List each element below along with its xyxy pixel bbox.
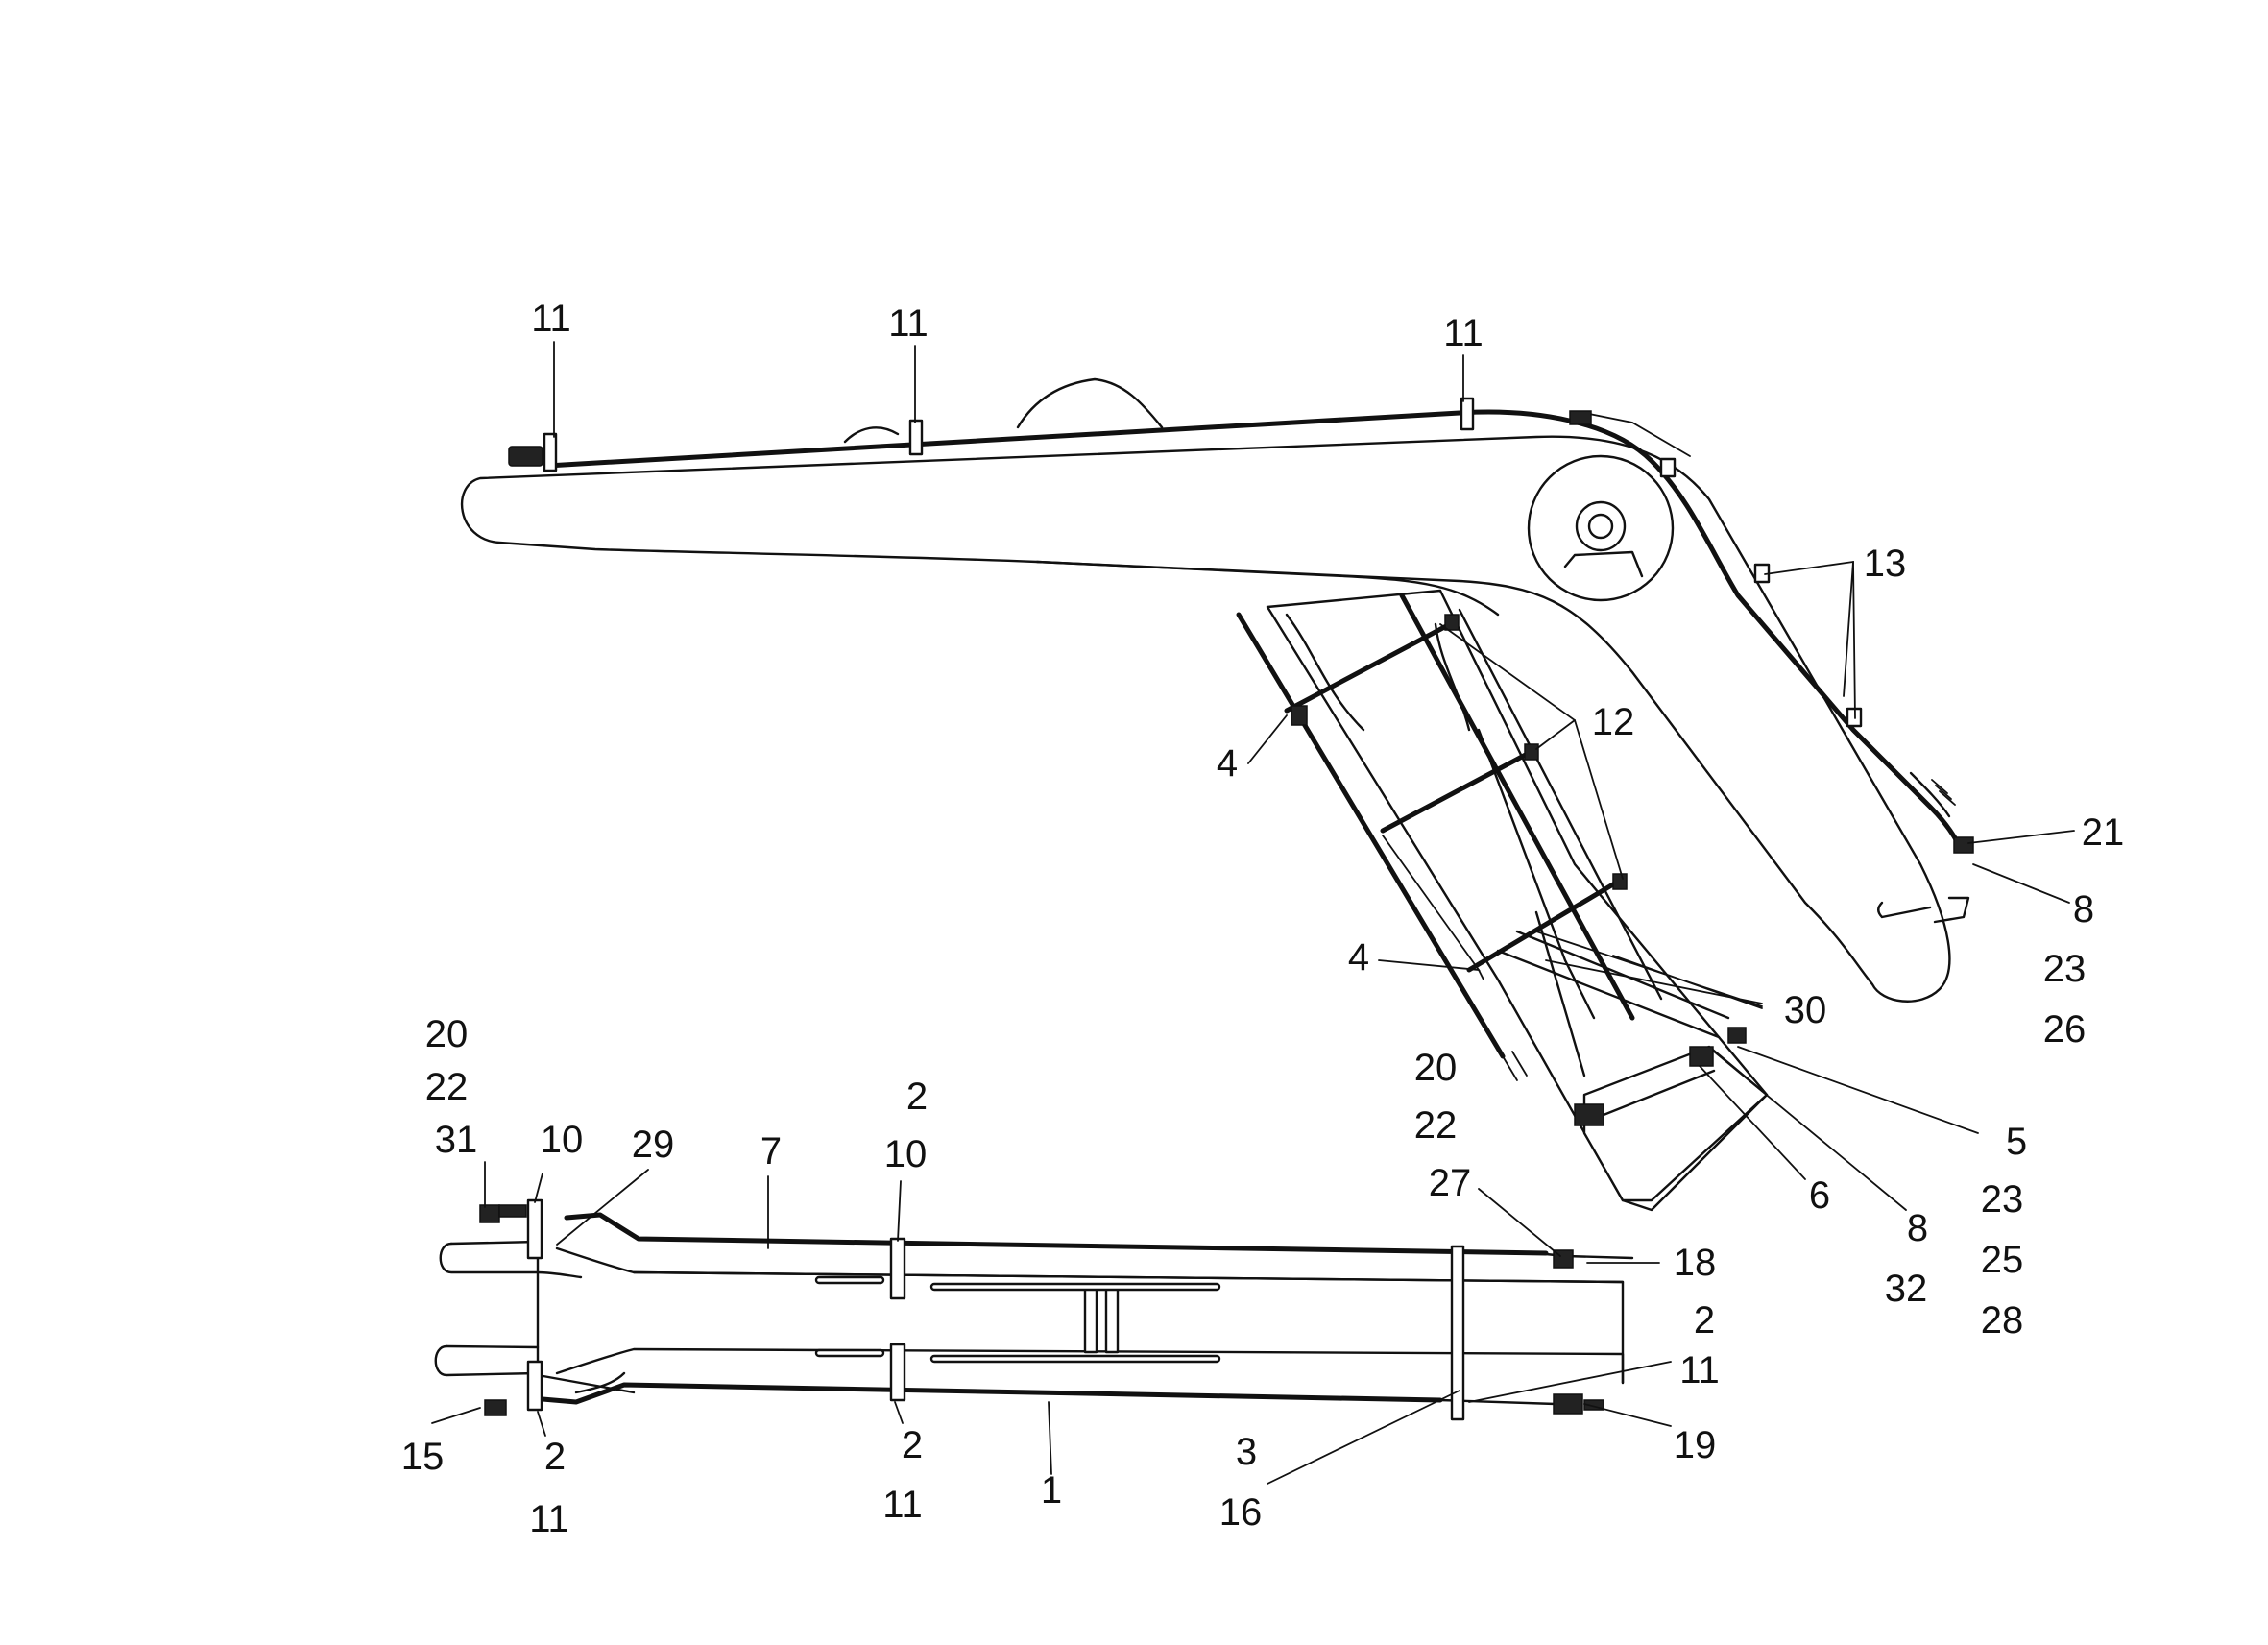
- callout-label: 26: [2043, 1008, 2087, 1051]
- callout-label: 20: [425, 1013, 469, 1055]
- callout-label: 23: [2043, 948, 2087, 990]
- callout-label: 4: [1217, 742, 1238, 785]
- callout-label: 13: [1864, 543, 1907, 585]
- callout-label: 21: [2082, 811, 2125, 854]
- callout-label: 2: [1694, 1299, 1715, 1342]
- arm-plan-view: [434, 1198, 1634, 1421]
- boom-assembly: [460, 377, 1974, 1003]
- callout-label: 18: [1674, 1242, 1717, 1284]
- callout-label: 1: [1041, 1469, 1062, 1512]
- callout-label: 20: [1414, 1047, 1458, 1089]
- callout-label: 11: [888, 302, 929, 345]
- callout-label: 11: [531, 298, 571, 340]
- callout-label: 12: [1592, 701, 1635, 743]
- callout-label: 11: [529, 1498, 569, 1540]
- callout-label: 32: [1885, 1268, 1928, 1310]
- callout-label: 15: [401, 1436, 445, 1478]
- leader-lines: [431, 341, 2075, 1485]
- callout-label: 10: [541, 1119, 584, 1161]
- callout-label: 2: [544, 1436, 566, 1478]
- boom-pivot-pin: [1575, 500, 1627, 552]
- callout-label: 6: [1809, 1174, 1830, 1217]
- callout-label: 16: [1219, 1491, 1263, 1534]
- callout-label: 28: [1981, 1299, 2024, 1342]
- callout-label: 30: [1784, 989, 1827, 1031]
- callout-label: 29: [632, 1124, 675, 1166]
- callout-label: 7: [760, 1130, 782, 1173]
- callout-label: 8: [1907, 1207, 1928, 1249]
- callout-label: 22: [1414, 1104, 1458, 1147]
- callout-label: 2: [902, 1424, 923, 1466]
- callout-label: 19: [1674, 1424, 1717, 1466]
- callout-label: 10: [884, 1133, 928, 1175]
- callout-label: 31: [435, 1119, 478, 1161]
- pipe-1: [540, 1382, 1443, 1405]
- callout-label: 3: [1236, 1431, 1257, 1473]
- callout-label: 5: [2006, 1121, 2027, 1163]
- callout-labels: 11 11 11 13 12 4 4 21 8 23 26 30 5 23 25…: [401, 298, 2125, 1540]
- callout-label: 11: [882, 1484, 923, 1526]
- callout-label: 23: [1981, 1178, 2024, 1221]
- callout-label: 4: [1348, 936, 1369, 979]
- callout-label: 25: [1981, 1239, 2024, 1281]
- arm-pipe-rack: [1236, 589, 1769, 1212]
- pipe-7: [564, 1212, 1549, 1256]
- callout-label: 11: [1679, 1349, 1720, 1391]
- callout-label: 8: [2073, 888, 2094, 931]
- boom-body: [460, 435, 1951, 1003]
- callout-label: 27: [1429, 1162, 1472, 1204]
- callout-label: 22: [425, 1066, 469, 1108]
- boom-clamps: [508, 397, 1974, 854]
- callout-label: 11: [1443, 312, 1484, 354]
- callout-label: 2: [906, 1076, 928, 1118]
